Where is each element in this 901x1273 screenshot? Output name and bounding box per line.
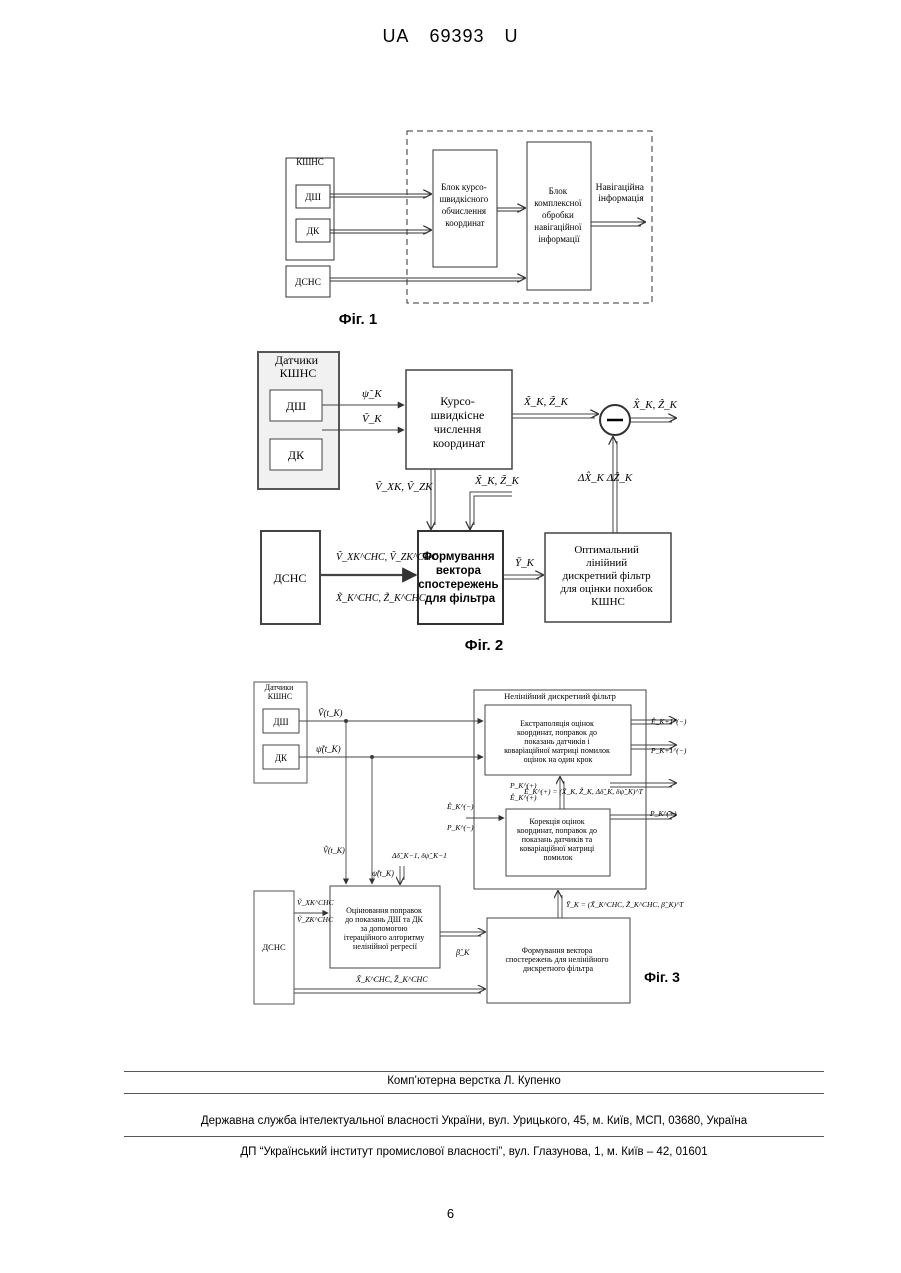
fig2-sig-sns-v: Ṽ_XK^СНС, Ṽ_ZK^СНС [336, 551, 438, 563]
fig3-block-extrapolation-text: Екстраполяція оцінок координат, поправок… [504, 719, 612, 764]
footer-rule-3 [124, 1136, 824, 1137]
fig2-dk-label: ДК [288, 448, 305, 462]
fig2-caption: Фіг. 2 [465, 637, 503, 654]
fig1-group-label: КШНС [296, 157, 324, 167]
fig2-sig-xz: X̃_K, Z̃_K [523, 395, 569, 408]
footer-office: Державна служба інтелектуальної власност… [124, 1115, 824, 1127]
fig3-nl-title: Нелінійний дискретний фільтр [504, 691, 616, 701]
fig1-caption: Фіг. 1 [339, 311, 377, 328]
fig3-dk-label: ДК [275, 753, 288, 763]
fig2-block-observation [418, 531, 503, 624]
fig3-sig-psi: ψ̃(t_K) [316, 744, 341, 754]
fig2-dsns-label: ДСНС [274, 571, 307, 585]
fig3-sig-beta: β̂_K [455, 948, 470, 957]
fig3-sig-sns-xz: X̃_K^СНС, Z̃_K^СНС [355, 975, 428, 984]
page-number: 6 [0, 1206, 901, 1221]
footer-rule-2 [124, 1093, 824, 1094]
fig3-sig-psi2: ψ̃(t_K) [372, 869, 394, 878]
footer-layout: Комп’ютерна верстка Л. Купенко [124, 1075, 824, 1087]
fig2-sig-psi: ψ̃_K [362, 388, 382, 400]
footer-rule-1 [124, 1071, 824, 1072]
fig2-ds-label: ДШ [286, 399, 306, 413]
fig3-group-label: Датчики КШНС [265, 683, 296, 701]
fig3-dsns-label: ДСНС [262, 942, 286, 952]
fig3-sig-pk-out: P_K^(+) [649, 809, 677, 818]
fig3-sig-e-vec: Ê_K^(+) = (X̂_K, Ẑ_K, Δδ̂_K, δψ̂_K)^T [523, 786, 644, 796]
fig2-sig-vxz: Ṽ_XK, Ṽ_ZK [375, 481, 433, 493]
footer-institute: ДП “Український інститут промислової вла… [124, 1146, 824, 1158]
fig3-sig-e-out: Ê_K+1^(−) [650, 716, 687, 726]
fig2-sig-sns-xz: X̃_K^СНС, Z̃_K^СНС [335, 591, 426, 604]
fig2-sig-v: Ṽ_K [362, 413, 382, 425]
fig3-block-correction-text: Корекція оцінок координат, поправок до п… [517, 817, 599, 862]
fig3-sig-ek-minus: Ê_K^(−) [446, 801, 474, 811]
fig3-ds-label: ДШ [273, 717, 288, 727]
fig1-dk-label: ДК [307, 227, 320, 237]
fig3-sig-v2: Ṽ(t_K) [323, 846, 345, 855]
fig3-sig-sns-vz: Ṽ_ZK^СНС [297, 915, 334, 924]
fig1-output-label: Навігаційна інформація [596, 182, 647, 204]
fig1-block-dead-reckoning-text: Блок курсо- швидкісного обчислення коорд… [440, 182, 491, 228]
fig1-ds-label: ДШ [305, 193, 321, 203]
fig3-sig-dd: Δδ̂_K−1, δψ̂_K−1 [391, 851, 447, 860]
fig2-sig-xz2: X̃_K, Z̃_K [474, 474, 520, 487]
fig3-sig-pk-minus: P_K^(−) [446, 823, 474, 832]
figure-1: КШНС ДШ ДК ДСНС Блок курсо- швидкісного … [286, 131, 652, 328]
fig3-sig-p-out: P_K+1^(−) [650, 746, 687, 755]
figure-2: Датчики КШНС ДШ ДК Курсо- швидкісне числ… [258, 352, 678, 654]
fig2-sig-out: X̂_K, Ẑ_K [632, 398, 678, 411]
fig3-block-observation-text: Формування вектора спостережень для нелі… [505, 946, 610, 973]
fig3-caption: Фіг. 3 [644, 969, 680, 985]
fig1-block-integration-text: Блок комплексної обробки навігаційної ін… [534, 186, 583, 244]
fig3-sig-y: Ȳ_K = (X̃_K^СНС, Z̃_K^СНС, β̂_K)^T [566, 900, 684, 909]
figure-3: Датчики КШНС ДШ ДК Нелінійний дискретний… [254, 682, 687, 1004]
fig3-sig-v: Ṽ(t_K) [318, 708, 343, 718]
fig1-kshns-group [286, 158, 334, 260]
fig2-sig-y: Ȳ_K [515, 557, 535, 569]
fig3-block-estimation-text: Оцінювання поправок до показань ДШ та ДК… [344, 906, 427, 951]
fig1-dsns-label: ДСНС [295, 278, 321, 288]
fig2-sig-dxz: ΔX̂_K ΔẐ_K [577, 471, 633, 484]
fig3-sig-sns-vx: Ṽ_XK^СНС [297, 898, 334, 907]
fig2-group-label: Датчики КШНС [275, 353, 321, 380]
fig1-dashed-boundary [407, 131, 652, 303]
